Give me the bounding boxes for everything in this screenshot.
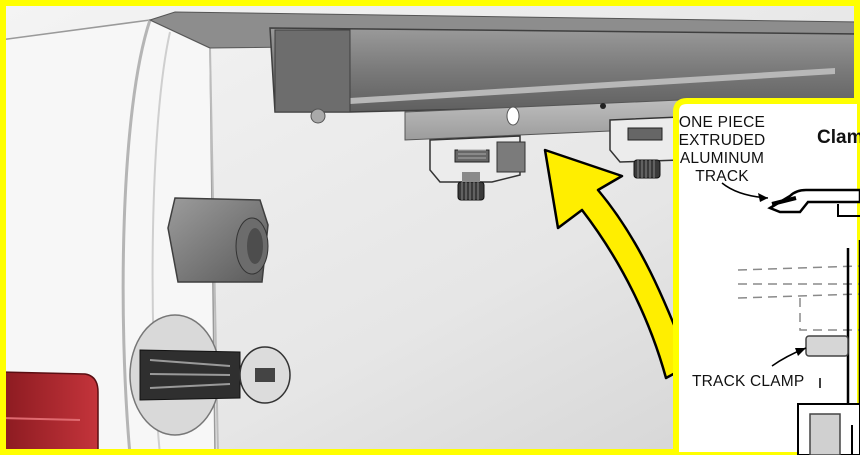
track-clamp-assembly-2 [609,116,681,179]
track-callout-line-3: ALUMINUM [680,150,764,167]
taillight [0,371,99,455]
inset-track-profile [767,188,860,217]
track-clamp-callout: TRACK CLAMP [692,373,804,390]
aluminum-track-rail [269,27,860,124]
striker-bolt [129,314,291,436]
track-callout-line-1: ONE PIECE [679,114,765,131]
clamp-leader-arrowhead [795,348,806,356]
inset-dashed-guides [737,265,860,331]
track-callout-line-4: TRACK [695,168,749,185]
inset-title: Clam [817,127,860,148]
inset-detail-panel: Clam ONE PIECE EXTRUDED ALUMINUM TRACK T… [673,98,860,455]
track-clamp-assembly-1 [429,135,526,201]
track-callout-line-2: EXTRUDED [679,132,766,149]
track-leader-arrowhead [758,193,768,202]
tailgate-latch-block [167,197,269,283]
direction-arrow [543,148,692,380]
inset-clamp-body [797,240,860,455]
